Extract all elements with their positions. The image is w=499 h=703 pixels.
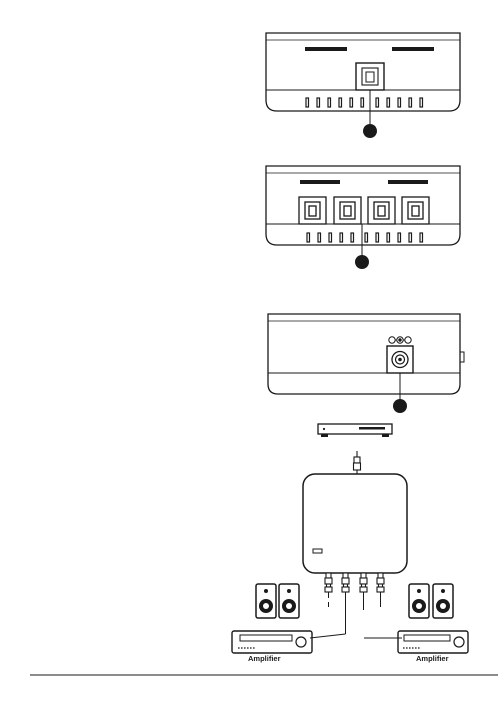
amplifier-right-label: Amplifier <box>416 654 449 663</box>
callout-dot <box>355 255 369 269</box>
toslink-port-icon <box>299 197 326 224</box>
optical-input-panel <box>266 33 460 138</box>
dc-jack-icon <box>387 346 413 373</box>
amplifier-left-icon <box>232 631 312 653</box>
output-cables <box>310 592 402 638</box>
amplifier-right-icon <box>398 631 468 653</box>
speaker-pair-right <box>409 584 453 618</box>
speaker-pair-left <box>256 584 299 618</box>
toslink-port-icon <box>356 63 384 90</box>
amplifier-left-label: Amplifier <box>248 654 281 663</box>
toslink-port-icon <box>368 197 395 224</box>
splitter-device-icon <box>303 474 407 573</box>
callout-dot <box>363 124 377 138</box>
dc-polarity-icon <box>389 337 411 343</box>
output-plugs <box>325 573 384 592</box>
vent-slots <box>306 98 423 107</box>
optical-output-panel <box>266 166 460 269</box>
toslink-port-icon <box>334 197 361 224</box>
vent-slots <box>307 233 423 242</box>
optical-plug-icon <box>354 451 361 474</box>
source-player-icon <box>318 424 392 437</box>
callout-dot <box>393 399 407 413</box>
power-panel <box>268 314 464 413</box>
toslink-port-icon <box>402 197 429 224</box>
